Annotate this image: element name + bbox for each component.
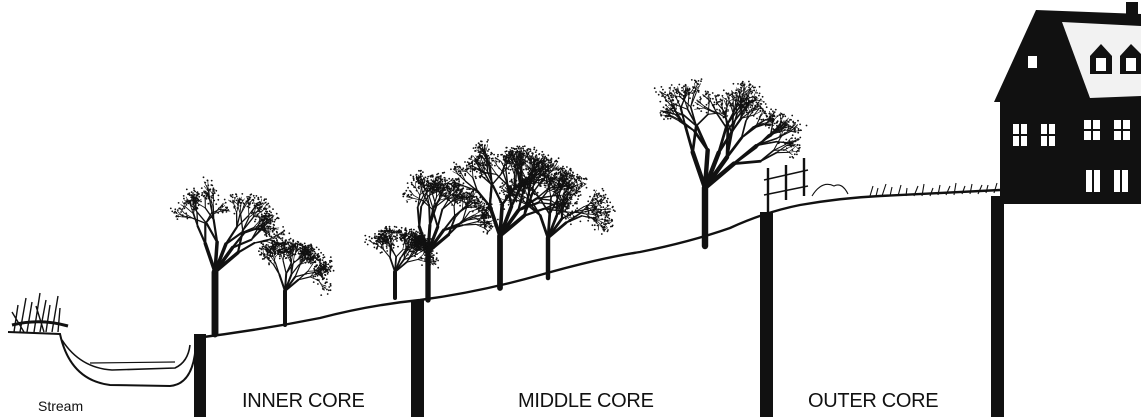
middle-core-label: MIDDLE CORE [518,390,654,413]
house-icon [994,2,1141,204]
divider-outer-house [991,196,1004,417]
stream-label: Stream [38,398,83,414]
inner-core-label: INNER CORE [242,390,365,413]
outer-core-label: OUTER CORE [808,390,938,413]
stream-bank-grass [12,293,68,332]
tree-icon [654,78,808,246]
stream-channel [8,332,196,386]
tree-group [170,78,807,334]
divider-middle-outer [760,212,773,417]
tree-icon [258,237,335,325]
divider-stream-inner [194,334,206,417]
divider-inner-middle [411,300,424,417]
